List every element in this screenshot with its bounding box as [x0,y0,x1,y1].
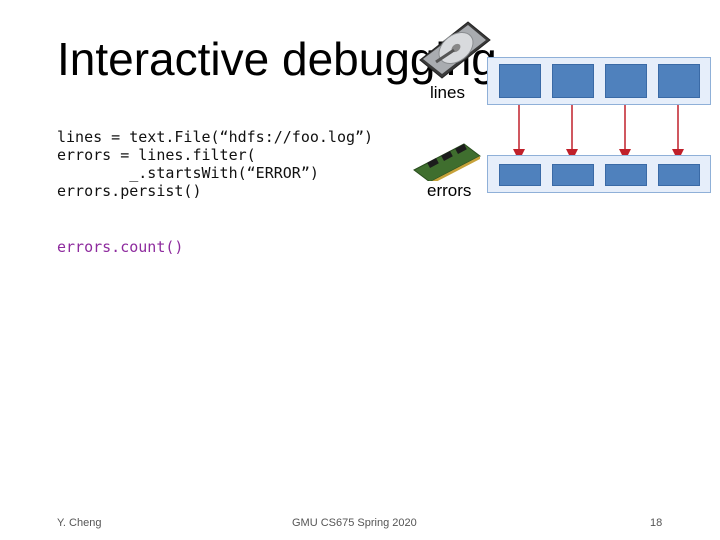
errors-label: errors [425,181,474,201]
hard-disk-icon [419,21,491,79]
lines-rdd [487,57,711,105]
lines-label: lines [428,83,467,103]
lines-partition [605,64,647,98]
code-block: lines = text.File(“hdfs://foo.log”) erro… [57,128,373,200]
filter-arrows [513,105,684,161]
errors-partition [658,164,700,186]
errors-partition [499,164,541,186]
errors-partition [552,164,594,186]
errors-rdd [487,155,711,193]
code-line: _.startsWith(“ERROR”) [57,164,319,182]
code-highlight: errors.count() [57,238,184,256]
errors-partition [605,164,647,186]
lines-partition [499,64,541,98]
memory-module-icon [413,143,481,185]
footer-author: Y. Cheng [57,517,102,529]
code-line: lines = text.File(“hdfs://foo.log”) [57,128,374,146]
footer-course: GMU CS675 Spring 2020 [292,517,417,529]
code-line: errors = lines.filter( [57,146,256,164]
code-line: errors.persist() [57,182,202,200]
lines-partition [658,64,700,98]
footer-page-number: 18 [650,517,663,529]
lines-partition [552,64,594,98]
